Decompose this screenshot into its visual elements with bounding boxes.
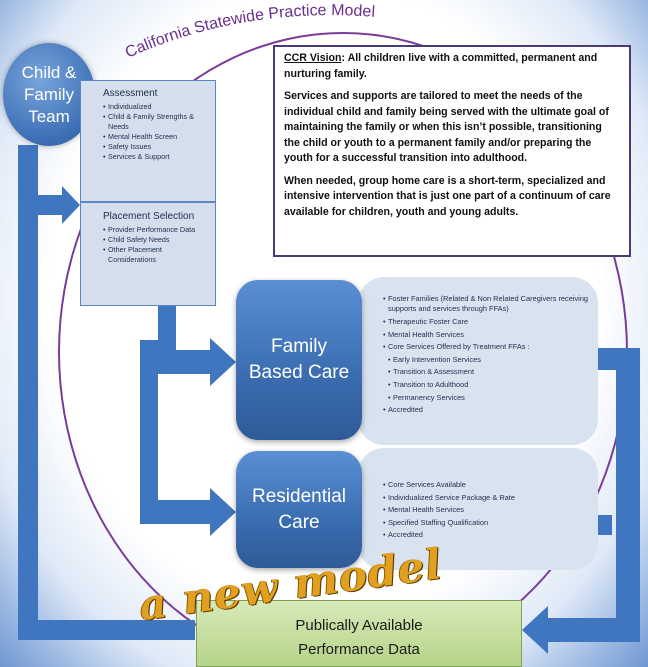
child-family-team-circle: Child & Family Team <box>3 43 95 146</box>
arrow-into-performance-data <box>522 606 640 654</box>
branch-arrow-down <box>140 340 158 515</box>
residential-care-list: Core Services Available Individualized S… <box>383 479 595 542</box>
arrow-to-family-care <box>140 338 236 386</box>
performance-data-label: Publically Available Performance Data <box>295 616 423 658</box>
family-care-item: Therapeutic Foster Care <box>383 316 595 329</box>
family-based-care-label: Family Based Care <box>248 336 350 383</box>
family-care-subitem: Transition to Adulthood <box>383 379 595 392</box>
child-family-team-label: Child & Family Team <box>21 62 77 126</box>
assessment-panel: Assessment Individualized Child & Family… <box>80 80 216 202</box>
residential-care-box: Residential Care <box>236 451 362 568</box>
right-arrow-vertical <box>616 348 640 640</box>
family-care-list: Foster Families (Related & Non Related C… <box>383 294 595 417</box>
residential-care-item: Mental Health Services <box>383 504 595 517</box>
arrow-into-assessment <box>38 186 80 224</box>
residential-care-label: Residential Care <box>252 485 346 533</box>
family-care-subitem: Permanency Services <box>383 392 595 405</box>
residential-care-item: Specified Staffing Qualification <box>383 517 595 530</box>
residential-care-item: Individualized Service Package & Rate <box>383 492 595 505</box>
assessment-item: Services & Support <box>103 152 209 162</box>
vision-text-3: When needed, group home care is a short-… <box>284 174 611 218</box>
family-care-item: Core Services Offered by Treatment FFAs … <box>383 341 595 354</box>
placement-heading: Placement Selection <box>103 211 195 222</box>
placement-item: Provider Performance Data <box>103 225 209 235</box>
residential-care-item: Core Services Available <box>383 479 595 492</box>
family-care-item: Foster Families (Related & Non Related C… <box>383 294 595 313</box>
arrow-to-residential-care <box>140 488 236 536</box>
assessment-heading: Assessment <box>103 88 158 99</box>
ccr-vision-box: CCR Vision: All children live with a com… <box>273 45 631 257</box>
placement-item: Other Placement Considerations <box>103 245 209 265</box>
vision-text-1: : All children live with a committed, pe… <box>284 52 598 80</box>
assessment-item: Mental Health Screen <box>103 132 209 142</box>
placement-list: Provider Performance Data Child Safety N… <box>103 225 209 265</box>
placement-panel: Placement Selection Provider Performance… <box>80 202 216 306</box>
left-loop-arrow-bottom <box>38 620 195 640</box>
assessment-item: Child & Family Strengths & Needs <box>103 112 209 132</box>
vision-label: CCR Vision <box>284 52 342 64</box>
vision-statement: CCR Vision: All children live with a com… <box>284 51 620 82</box>
placement-item: Child Safety Needs <box>103 235 209 245</box>
assessment-item: Individualized <box>103 102 209 112</box>
family-care-subitem: Transition & Assessment <box>383 366 595 379</box>
vision-text-2: Services and supports are tailored to me… <box>284 90 609 164</box>
right-arrow-mid <box>598 515 612 535</box>
assessment-list: Individualized Child & Family Strengths … <box>103 102 209 162</box>
residential-care-item: Accredited <box>383 529 595 542</box>
family-care-subitem: Early Intervention Services <box>383 354 595 367</box>
assessment-item: Safety Issues <box>103 142 209 152</box>
left-loop-arrow-vertical <box>18 145 38 640</box>
family-care-item: Accredited <box>383 404 595 417</box>
family-based-care-box: Family Based Care <box>236 280 362 440</box>
family-care-item: Mental Health Services <box>383 329 595 342</box>
